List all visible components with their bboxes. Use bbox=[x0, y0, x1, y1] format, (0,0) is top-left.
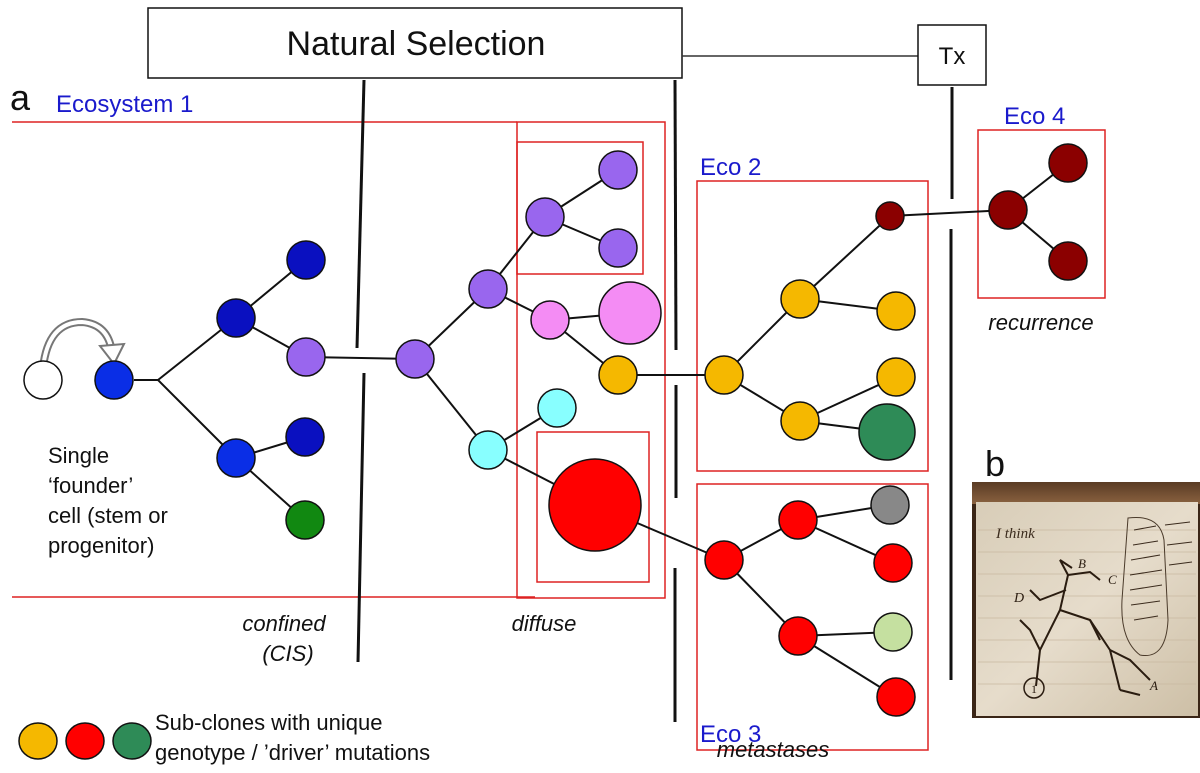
clone-node bbox=[468, 430, 508, 470]
red-subclone-frame bbox=[536, 431, 650, 583]
legend-orange-swatch bbox=[18, 722, 58, 760]
clone-node bbox=[778, 500, 818, 540]
panel-b-label: b bbox=[985, 443, 1005, 484]
clone-node bbox=[876, 291, 916, 331]
barrier-1-lower bbox=[356, 372, 366, 663]
barrier-2-upper bbox=[673, 79, 678, 351]
legend: Sub-clones with unique genotype / ’drive… bbox=[18, 710, 430, 765]
clone-node bbox=[778, 616, 818, 656]
founder-text-line: cell (stem or bbox=[48, 503, 168, 528]
eco-4-frame bbox=[977, 129, 1106, 299]
recurrence-label: recurrence bbox=[988, 310, 1093, 335]
notebook-label-a: A bbox=[1149, 678, 1158, 693]
clone-node bbox=[1048, 241, 1088, 281]
eco-frames bbox=[516, 121, 1106, 751]
darwin-notebook-photo: I think 1 B C D A bbox=[972, 482, 1200, 718]
notebook-ruled-lines bbox=[978, 529, 1196, 685]
notebook-page-edges bbox=[972, 482, 1200, 504]
eco-3-frame bbox=[696, 483, 929, 751]
notebook-page bbox=[976, 502, 1198, 716]
notebook-circled-one bbox=[1023, 677, 1045, 699]
clone-node bbox=[1048, 143, 1088, 183]
tx-box bbox=[917, 24, 987, 86]
clone-node bbox=[285, 500, 325, 540]
clone-node bbox=[876, 677, 916, 717]
founder-cell-text: Single ‘founder’ cell (stem or progenito… bbox=[48, 443, 168, 558]
ecosystem-1-label: Ecosystem 1 bbox=[56, 91, 193, 118]
natural-selection-title: Natural Selection bbox=[287, 25, 546, 63]
clone-node bbox=[873, 612, 913, 652]
notebook-annotation-loop bbox=[1121, 516, 1169, 657]
clone-node bbox=[598, 228, 638, 268]
clone-node bbox=[537, 388, 577, 428]
founder-text-line: ‘founder’ bbox=[48, 473, 133, 498]
clone-node bbox=[216, 298, 256, 338]
clone-node bbox=[525, 197, 565, 237]
tree-nodes bbox=[23, 143, 1088, 717]
diffuse-frame bbox=[516, 121, 666, 599]
stage-labels: confined (CIS) diffuse metastases recurr… bbox=[242, 310, 1093, 762]
founder-cell-origin bbox=[23, 360, 63, 400]
self-renewal-arrow bbox=[39, 317, 126, 372]
founder-cell bbox=[94, 360, 134, 400]
eco-2-label: Eco 2 bbox=[700, 154, 761, 181]
clone-node bbox=[395, 339, 435, 379]
eco-4-label: Eco 4 bbox=[1004, 103, 1065, 130]
notebook-label-d: D bbox=[1013, 591, 1024, 606]
legend-text-line: Sub-clones with unique bbox=[155, 710, 382, 735]
notebook-i-think: I think bbox=[995, 526, 1035, 542]
notebook-label-b: B bbox=[1078, 556, 1086, 571]
notebook-label-c: C bbox=[1108, 572, 1117, 587]
notebook-scribbles bbox=[1129, 521, 1193, 621]
barrier-1-upper bbox=[355, 79, 366, 349]
diffuse-label: diffuse bbox=[512, 611, 577, 636]
natural-selection-header: Natural Selection Tx bbox=[147, 7, 987, 86]
clone-node bbox=[780, 401, 820, 441]
founder-text-line: Single bbox=[48, 443, 109, 468]
clone-node bbox=[598, 355, 638, 395]
legend-green-swatch bbox=[112, 722, 152, 760]
clone-node bbox=[870, 485, 910, 525]
clone-node bbox=[704, 355, 744, 395]
clone-node bbox=[598, 150, 638, 190]
lavender-subclone-frame bbox=[516, 141, 644, 275]
legend-red-swatch bbox=[65, 722, 105, 760]
tx-label: Tx bbox=[939, 43, 966, 70]
legend-text-line: genotype / ’driver’ mutations bbox=[155, 740, 430, 765]
clone-node-large bbox=[858, 403, 916, 461]
natural-selection-box bbox=[147, 7, 683, 79]
clone-node bbox=[988, 190, 1028, 230]
clone-node bbox=[286, 240, 326, 280]
clone-node bbox=[780, 279, 820, 319]
clone-node bbox=[875, 201, 905, 231]
founder-text-line: progenitor) bbox=[48, 533, 154, 558]
panel-a-label: a bbox=[10, 77, 31, 118]
notebook-tree-sketch bbox=[1019, 559, 1151, 696]
barrier-lines bbox=[355, 79, 954, 722]
confined-label: confined bbox=[242, 611, 326, 636]
eco-2-frame bbox=[696, 180, 929, 472]
clone-node bbox=[468, 269, 508, 309]
clone-node bbox=[873, 543, 913, 583]
clone-node bbox=[530, 300, 570, 340]
cis-label: (CIS) bbox=[262, 641, 313, 666]
clone-node bbox=[286, 337, 326, 377]
clone-node bbox=[704, 540, 744, 580]
clone-node-large bbox=[598, 281, 662, 345]
eco-3-label: Eco 3 bbox=[700, 721, 761, 748]
metastases-label: metastases bbox=[717, 737, 830, 762]
notebook-label-1: 1 bbox=[1031, 682, 1037, 696]
clone-node bbox=[285, 417, 325, 457]
clone-node-large bbox=[548, 458, 642, 552]
clone-node bbox=[216, 438, 256, 478]
clone-node bbox=[876, 357, 916, 397]
